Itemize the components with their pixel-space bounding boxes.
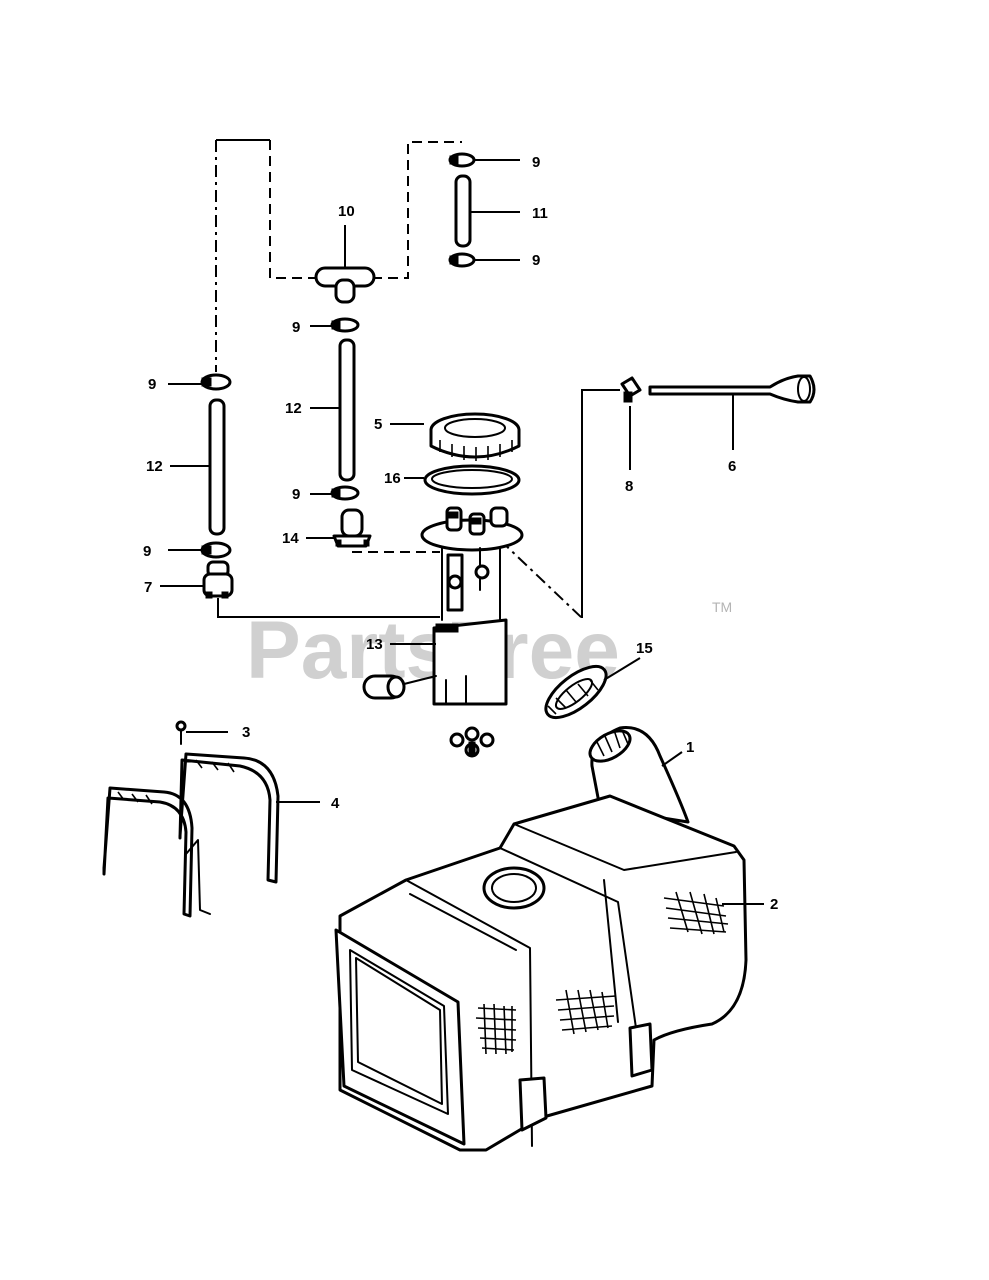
callout-5: 5 — [374, 416, 382, 433]
hose-clamp-center-bottom — [330, 485, 360, 501]
fuel-cap — [544, 665, 608, 719]
pump-screws — [449, 726, 495, 758]
callout-13: 13 — [366, 636, 383, 653]
tee-fitting — [314, 266, 376, 304]
callout-1: 1 — [686, 739, 694, 756]
callout-12-left: 12 — [146, 458, 163, 475]
callout-15: 15 — [636, 640, 653, 657]
callout-12-center: 12 — [285, 400, 302, 417]
callout-2: 2 — [770, 896, 778, 913]
callout-4: 4 — [331, 795, 340, 812]
hose-left — [208, 398, 226, 536]
pump-gasket — [423, 464, 521, 496]
routing-lines — [215, 139, 620, 619]
callout-6: 6 — [728, 458, 736, 475]
mounting-screw — [175, 720, 187, 745]
callout-9-center-top: 9 — [292, 319, 300, 336]
callout-9-top: 9 — [532, 154, 540, 171]
leader-lines — [160, 159, 764, 905]
hose-short — [454, 174, 472, 248]
lock-ring — [429, 412, 521, 461]
callout-10: 10 — [338, 203, 355, 220]
tank-texture-front — [475, 1003, 517, 1055]
rollover-valve — [620, 376, 642, 403]
callout-16: 16 — [384, 470, 401, 487]
fuel-tank — [334, 726, 748, 1152]
hose-center — [338, 338, 356, 482]
callout-11: 11 — [532, 205, 548, 222]
fuel-pump-assembly — [362, 506, 524, 706]
callout-3: 3 — [242, 724, 250, 741]
tank-texture-middle — [555, 989, 617, 1035]
callout-14: 14 — [282, 530, 299, 547]
hose-clamp-top-right — [448, 152, 476, 168]
callout-9-mid: 9 — [532, 252, 540, 269]
elbow-fitting — [202, 560, 234, 599]
tank-texture-side — [663, 891, 729, 935]
tank-bracket — [102, 752, 280, 918]
hose-clamp-mid-right — [448, 252, 476, 268]
hose-clamp-left-bottom — [200, 541, 232, 559]
vent-tube — [648, 374, 816, 404]
check-valve-fitting — [332, 508, 372, 548]
float — [362, 674, 406, 700]
callout-9-center-bottom: 9 — [292, 486, 300, 503]
callout-9-left-top: 9 — [148, 376, 156, 393]
hose-clamp-center-top — [330, 317, 360, 333]
callout-8: 8 — [625, 478, 633, 495]
watermark-trademark: TM — [712, 599, 732, 615]
callouts: 9 11 9 10 9 12 9 9 12 9 7 14 5 16 13 8 6… — [143, 154, 778, 913]
hose-clamp-left-top — [200, 373, 232, 391]
callout-9-left-bottom: 9 — [143, 543, 151, 560]
callout-7: 7 — [144, 579, 152, 596]
